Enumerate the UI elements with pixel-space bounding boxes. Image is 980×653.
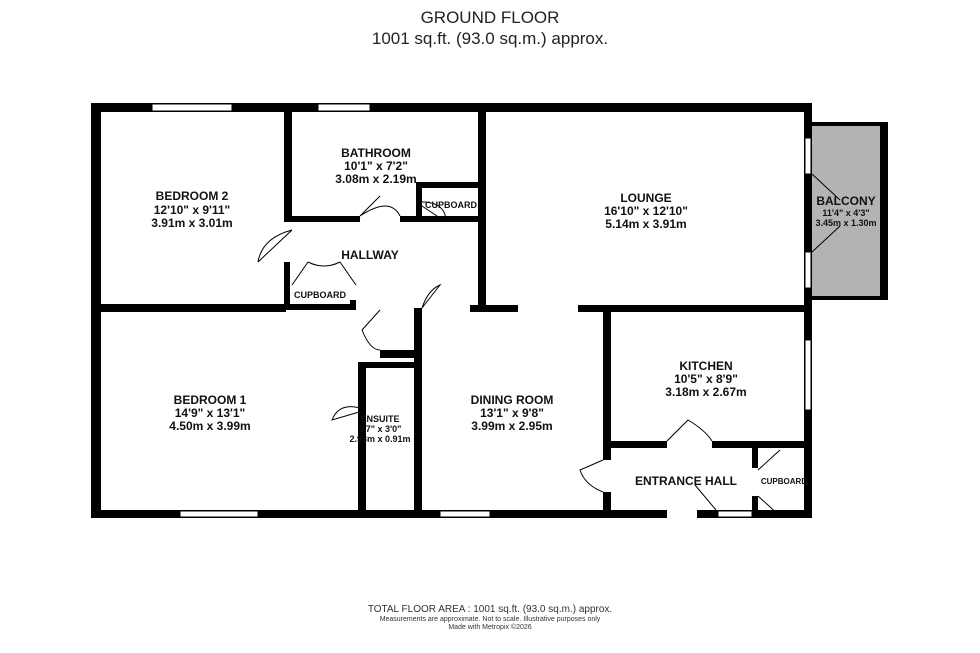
total-floor-area: TOTAL FLOOR AREA : 1001 sq.ft. (93.0 sq.… xyxy=(367,604,613,615)
room-label: 3.18m x 2.67m xyxy=(665,385,746,399)
door-swings xyxy=(257,173,841,517)
room-label: 4.50m x 3.99m xyxy=(169,419,250,433)
room-label: LOUNGE xyxy=(620,191,671,205)
room-label: 2.93m x 0.91m xyxy=(349,434,410,444)
room-label: 3.91m x 3.01m xyxy=(151,216,232,230)
room-label: CUPBOARD xyxy=(294,290,347,300)
floor-area: 1001 sq.ft. (93.0 sq.m.) approx. xyxy=(371,29,609,48)
room-label: KITCHEN xyxy=(679,359,732,373)
room-label: 3.45m x 1.30m xyxy=(815,218,876,228)
room-label: BALCONY xyxy=(816,194,875,208)
room-labels: BEDROOM 2 12'10" x 9'11" 3.91m x 3.01m B… xyxy=(151,146,876,488)
room-label: BATHROOM xyxy=(341,146,411,160)
room-label: 10'1" x 7'2" xyxy=(344,159,408,173)
room-label: 16'10" x 12'10" xyxy=(604,204,688,218)
room-label: 9'7" x 3'0" xyxy=(359,424,402,434)
credit: Made with Metropix ©2026 xyxy=(448,624,532,631)
disclaimer: Measurements are approximate. Not to sca… xyxy=(379,616,601,623)
room-label: BEDROOM 1 xyxy=(174,393,247,407)
room-label: 10'5" x 8'9" xyxy=(674,372,738,386)
floor-title: GROUND FLOOR xyxy=(420,8,560,27)
room-label: CUPBOARD xyxy=(761,477,807,486)
room-label: ENTRANCE HALL xyxy=(635,474,737,488)
room-label: 11'4" x 4'3" xyxy=(822,208,869,218)
room-label: HALLWAY xyxy=(341,248,399,262)
room-label: DINING ROOM xyxy=(471,393,554,407)
windows xyxy=(151,103,812,518)
room-label: 3.08m x 2.19m xyxy=(335,172,416,186)
room-label: 3.99m x 2.95m xyxy=(471,419,552,433)
balcony xyxy=(808,122,888,300)
walls xyxy=(91,103,812,518)
room-label: 5.14m x 3.91m xyxy=(605,217,686,231)
room-label: 12'10" x 9'11" xyxy=(154,203,230,217)
room-label: 13'1" x 9'8" xyxy=(480,406,544,420)
room-label: CUPBOARD xyxy=(425,200,478,210)
room-label: 14'9" x 13'1" xyxy=(175,406,245,420)
room-label: BEDROOM 2 xyxy=(156,189,229,203)
room-label: ENSUITE xyxy=(360,414,399,424)
